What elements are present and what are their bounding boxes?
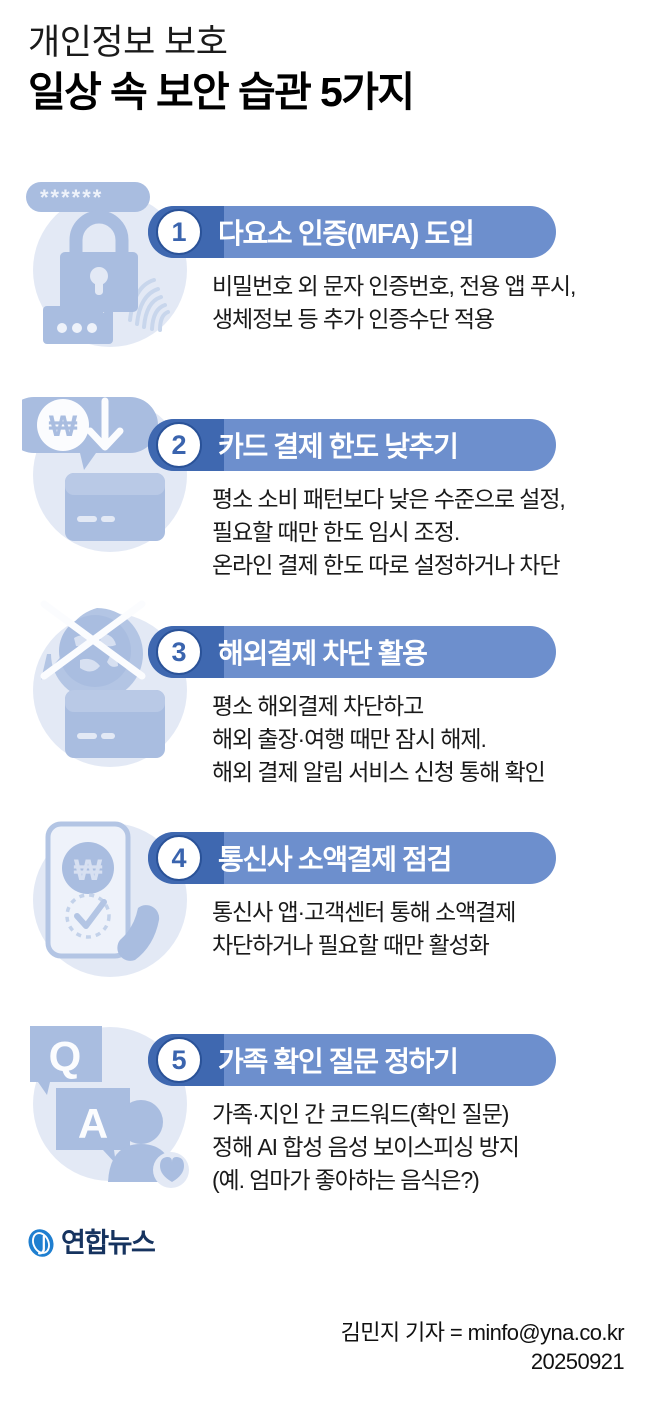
item-title-4: 통신사 소액결제 점검 [218,844,452,875]
desc-line: 해외 출장·여행 때만 잠시 해제. [212,726,487,752]
phone-won-check-icon: ₩ [22,808,202,993]
item-number-4: 4 [156,835,202,881]
desc-line: 평소 해외결제 차단하고 [212,693,424,719]
item-pill-4[interactable]: 4 통신사 소액결제 점검 [148,832,556,884]
page-header: 개인정보 보호 일상 속 보안 습관 5가지 [28,22,628,117]
desc-line: 온라인 결제 한도 따로 설정하거나 차단 [212,552,561,578]
yonhap-logo-text: 연합뉴스 [61,1227,156,1258]
item-number-5: 5 [156,1037,202,1083]
credit-card-won-down-arrow-icon: ₩ [22,383,202,568]
desc-line: 통신사 앱·고객센터 통해 소액결제 [212,899,516,925]
yonhap-logo: 연합뉴스 [26,1227,156,1258]
item-pill-5[interactable]: 5 가족 확인 질문 정하기 [148,1034,556,1086]
desc-line: 비밀번호 외 문자 인증번호, 전용 앱 푸시, [212,273,576,299]
item-title-5: 가족 확인 질문 정하기 [218,1046,459,1077]
desc-line: 생체정보 등 추가 인증수단 적용 [212,306,495,332]
item-pill-3[interactable]: 3 해외결제 차단 활용 [148,626,556,678]
item-title-3: 해외결제 차단 활용 [218,638,428,669]
desc-line: 평소 소비 패턴보다 낮은 수준으로 설정, [212,486,566,512]
date-line: 20250921 [530,1349,625,1374]
item-description-5: 가족·지인 간 코드워드(확인 질문) 정해 AI 합성 음성 보이스피싱 방지… [212,1098,520,1197]
page-title: 일상 속 보안 습관 5가지 [28,69,415,116]
svg-text:A: A [78,1100,108,1147]
credit-block: 김민지 기자 = minfo@yna.co.kr 20250921 [340,1318,625,1376]
svg-text:₩: ₩ [74,854,103,887]
password-mask-text: ****** [40,185,103,210]
item-pill-2[interactable]: 2 카드 결제 한도 낮추기 [148,419,556,471]
item-title-1: 다요소 인증(MFA) 도입 [218,218,475,249]
desc-line: 정해 AI 합성 음성 보이스피싱 방지 [212,1134,520,1160]
desc-line: 필요할 때만 한도 임시 조정. [212,519,460,545]
item-pill-1[interactable]: 1 다요소 인증(MFA) 도입 [148,206,556,258]
item-number-3: 3 [156,629,202,675]
item-number-1: 1 [156,209,202,255]
yonhap-logo-mark [28,1229,54,1257]
item-description-3: 평소 해외결제 차단하고 해외 출장·여행 때만 잠시 해제. 해외 결제 알림… [212,690,546,789]
desc-line: (예. 엄마가 좋아하는 음식은?) [212,1167,480,1193]
desc-line: 해외 결제 알림 서비스 신청 통해 확인 [212,759,546,785]
item-description-1: 비밀번호 외 문자 인증번호, 전용 앱 푸시, 생체정보 등 추가 인증수단 … [212,270,576,336]
item-number-2: 2 [156,422,202,468]
page-subtitle: 개인정보 보호 [28,23,228,62]
item-description-4: 통신사 앱·고객센터 통해 소액결제 차단하거나 필요할 때만 활성화 [212,896,516,962]
svg-text:₩: ₩ [49,410,78,443]
desc-line: 차단하거나 필요할 때만 활성화 [212,932,490,958]
reporter-line: 김민지 기자 = minfo@yna.co.kr [340,1320,625,1345]
item-description-2: 평소 소비 패턴보다 낮은 수준으로 설정, 필요할 때만 한도 임시 조정. … [212,483,566,582]
desc-line: 가족·지인 간 코드워드(확인 질문) [212,1101,509,1127]
svg-text:Q: Q [49,1033,82,1080]
item-title-2: 카드 결제 한도 낮추기 [218,431,459,462]
